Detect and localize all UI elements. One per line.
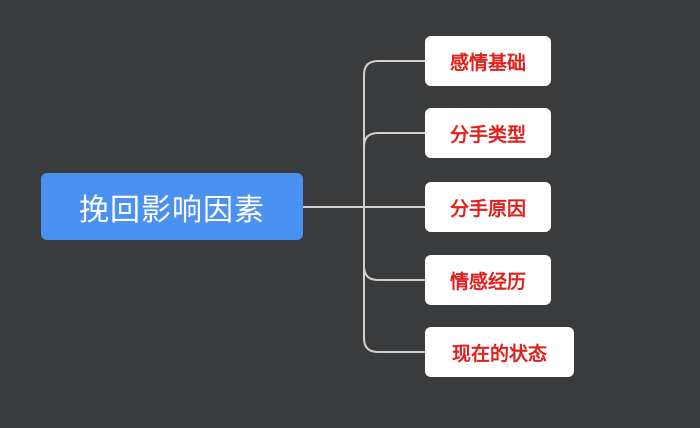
child-node[interactable]: 感情基础 — [425, 36, 551, 86]
child-node[interactable]: 现在的状态 — [425, 327, 574, 377]
child-node[interactable]: 情感经历 — [425, 255, 551, 305]
connector-branch-2 — [363, 132, 425, 148]
connector-trunk — [363, 60, 425, 353]
child-node[interactable]: 分手类型 — [425, 108, 551, 158]
connector-branch-4 — [363, 265, 425, 281]
child-node[interactable]: 分手原因 — [425, 182, 551, 232]
root-node[interactable]: 挽回影响因素 — [41, 173, 303, 240]
